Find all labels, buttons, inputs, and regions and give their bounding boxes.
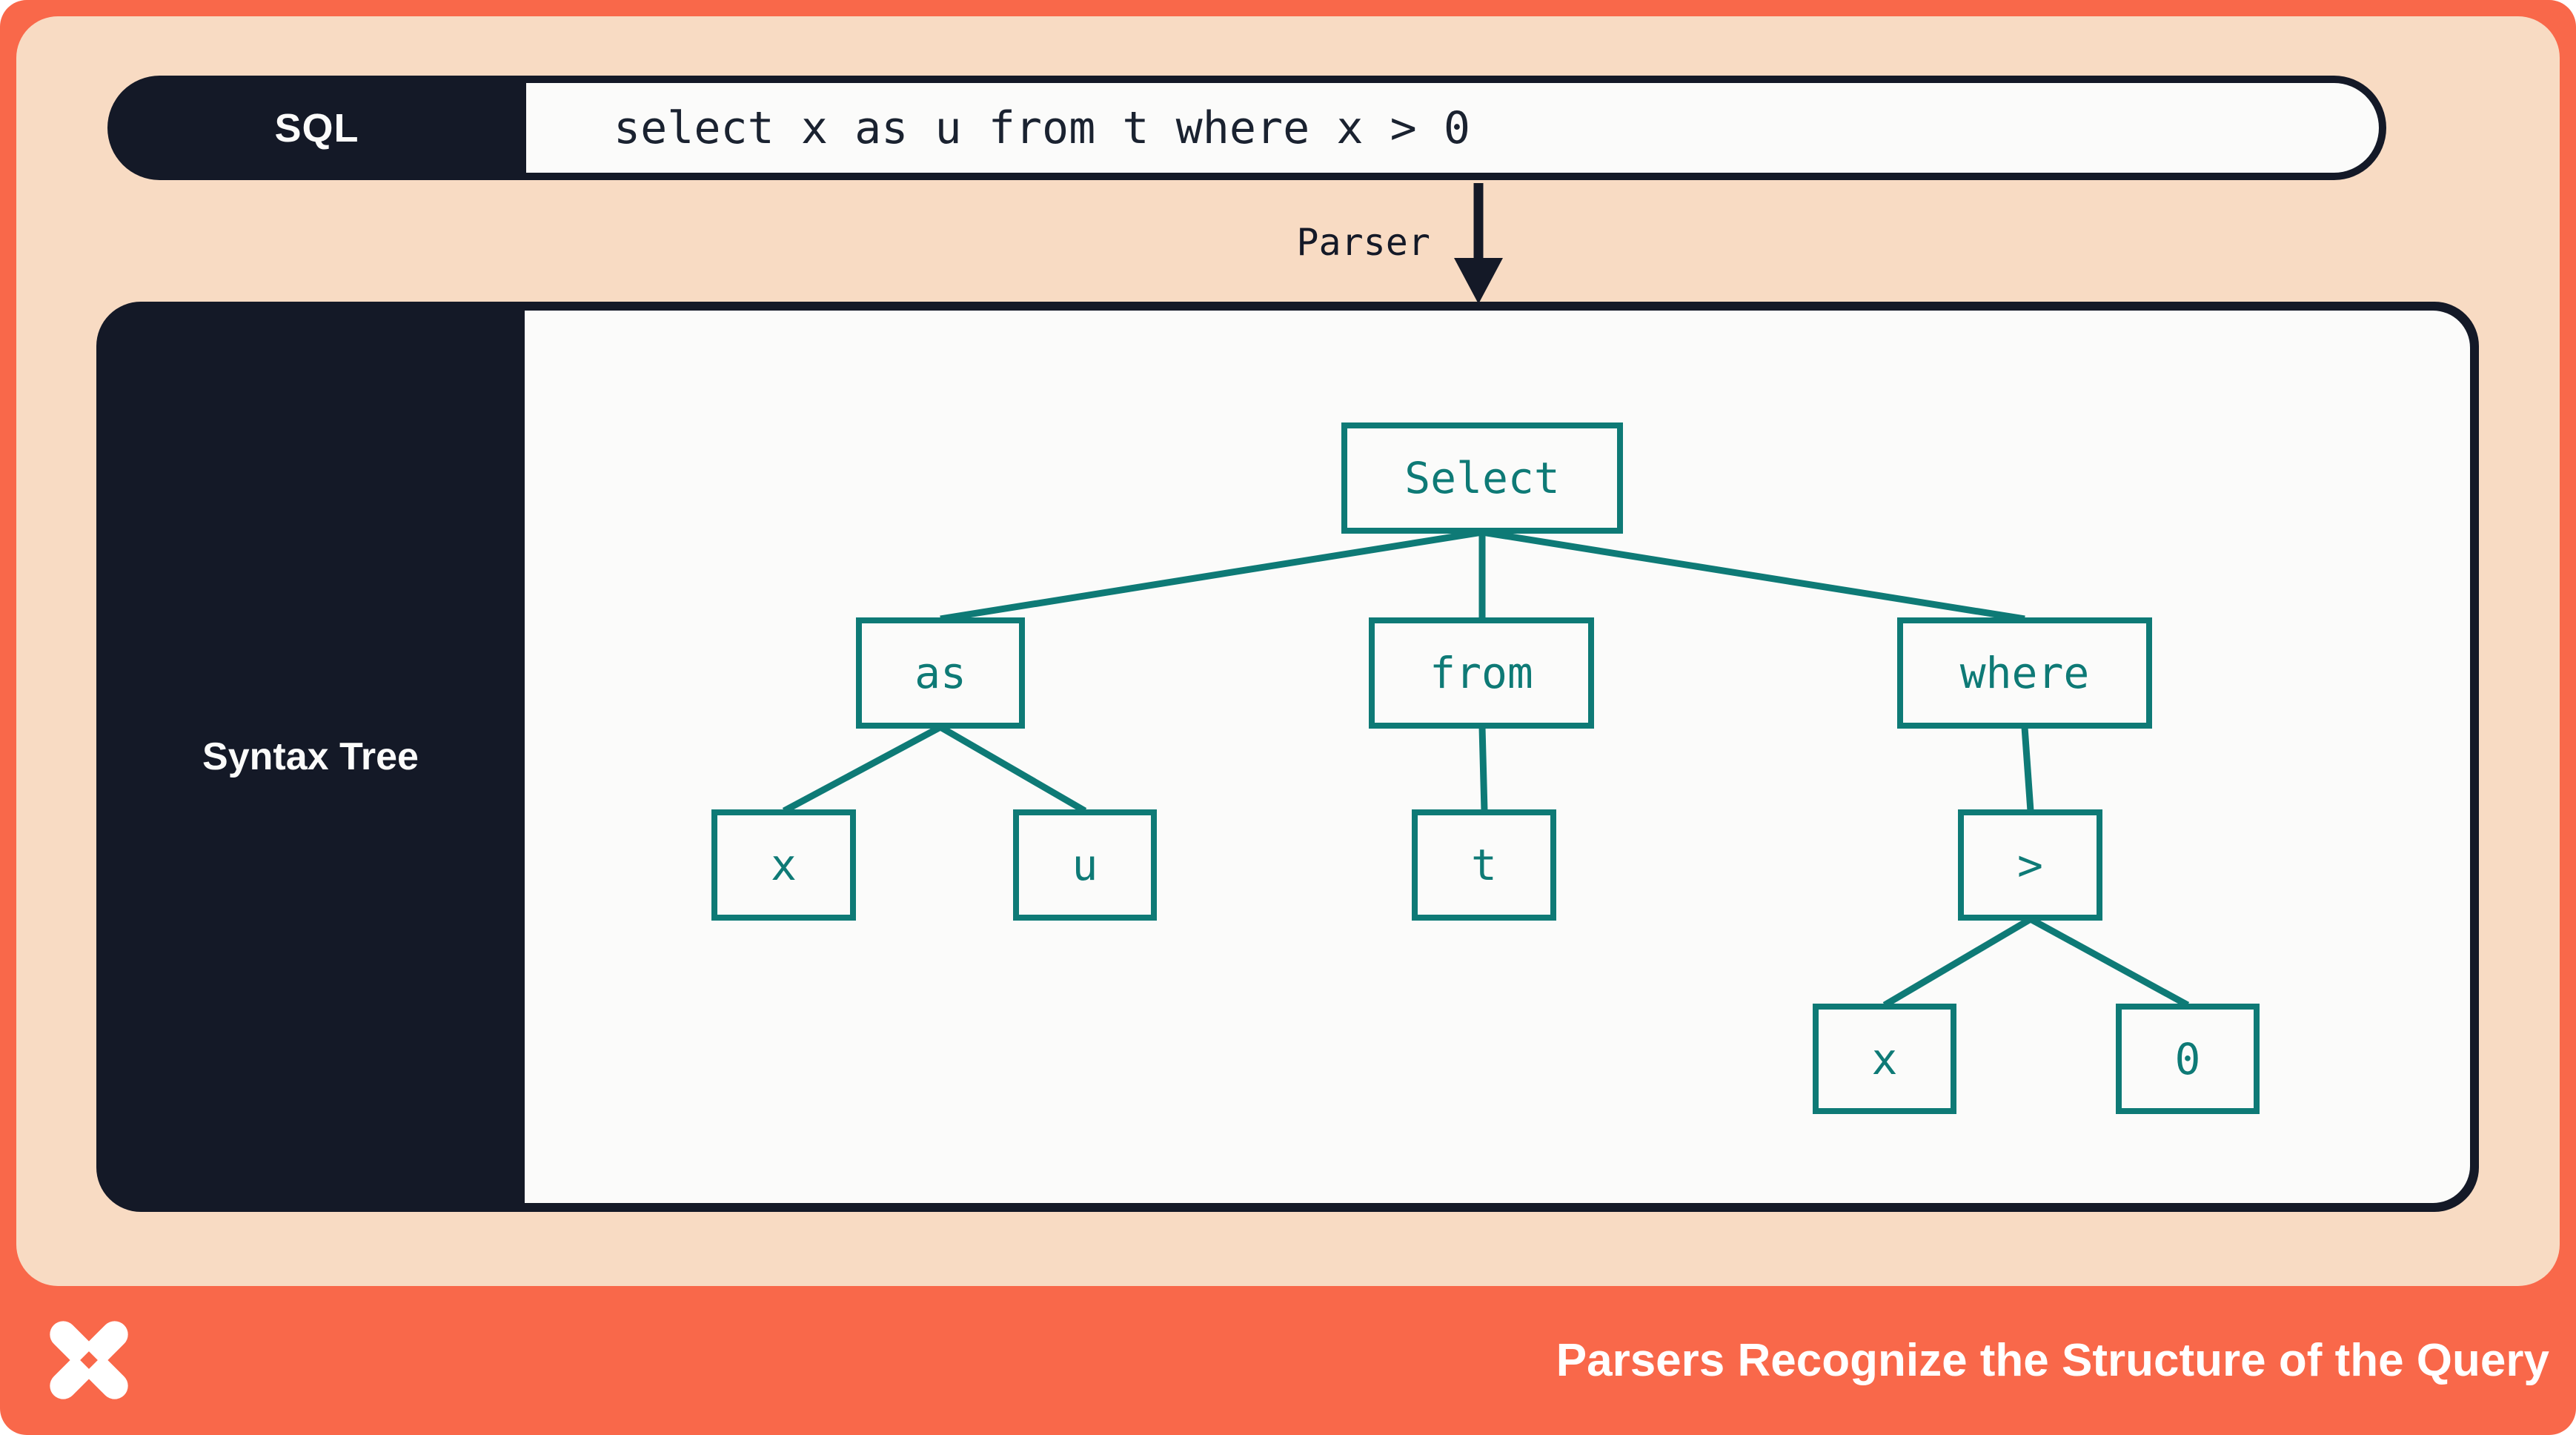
sql-query-text: select x as u from t where x > 0 [614,102,1470,154]
tree-node-zero: 0 [2116,1004,2260,1114]
tree-node-t: t [1412,809,1556,921]
tree-node-as: as [856,617,1025,729]
tree-node-gt: > [1958,809,2102,921]
tree-node-u: u [1013,809,1157,921]
sql-bar: SQL select x as u from t where x > 0 [107,76,2386,180]
pinwheel-logo-icon [50,1321,128,1399]
syntax-tree-panel-label: Syntax Tree [202,735,419,778]
footer-caption: Parsers Recognize the Structure of the Q… [1556,1335,2549,1386]
tree-node-x-under-gt: x [1813,1004,1956,1114]
sql-bar-label: SQL [274,105,359,150]
parser-label: Parser [1296,221,1430,264]
tree-node-where: where [1897,617,2152,729]
sql-query-field: select x as u from t where x > 0 [526,83,2379,173]
tree-node-select: Select [1341,422,1623,534]
tree-node-from: from [1369,617,1594,729]
tree-node-x-under-as: x [711,809,856,921]
footer-bar: Parsers Recognize the Structure of the Q… [0,1286,2576,1435]
